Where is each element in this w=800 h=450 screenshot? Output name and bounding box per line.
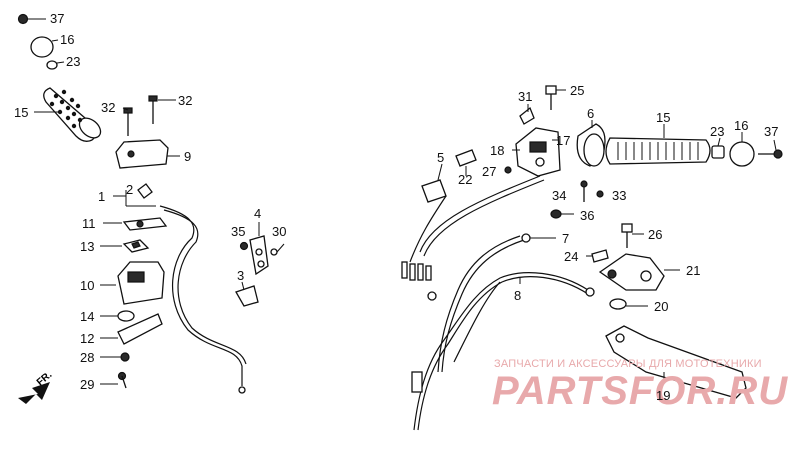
callout-20: 20 [654, 299, 668, 314]
left-cable [159, 205, 247, 394]
callout-10: 10 [80, 278, 94, 293]
callout-16-left: 16 [60, 32, 74, 47]
part-24-pin [586, 249, 609, 263]
callout-15-right: 15 [656, 110, 670, 125]
part-9-switch-housing-upper [115, 139, 180, 169]
part-30-screw [270, 243, 285, 256]
part-37-left-screw [17, 13, 46, 25]
callout-8: 8 [514, 288, 521, 303]
callout-16-right: 16 [734, 118, 748, 133]
callout-5: 5 [437, 150, 444, 165]
callout-2: 2 [126, 182, 133, 197]
callout-31: 31 [518, 89, 532, 104]
callout-33: 33 [612, 188, 626, 203]
part-34-screw [580, 180, 588, 202]
part-15-right-grip [605, 124, 711, 165]
watermark-tagline: ЗАПЧАСТИ И АКСЕССУАРЫ ДЛЯ МОТОТЕХНИКИ [494, 358, 762, 370]
part-21-lever-bracket [598, 253, 680, 291]
callout-37-left: 37 [50, 11, 64, 26]
part-13-spring [100, 239, 150, 253]
right-wiring-harness [401, 175, 545, 301]
part-5-switch [421, 163, 447, 203]
callout-35: 35 [231, 224, 245, 239]
part-14-washer [100, 310, 135, 322]
callout-37-right: 37 [764, 124, 778, 139]
callout-11: 11 [82, 216, 96, 231]
part-35-nut [239, 241, 249, 251]
callout-18: 18 [490, 143, 504, 158]
part-10-switch-housing-lower [100, 261, 165, 305]
callout-7: 7 [562, 231, 569, 246]
callout-23-right: 23 [710, 124, 724, 139]
part-19-clutch-lever [605, 325, 747, 399]
callout-13: 13 [80, 239, 94, 254]
callout-22: 22 [458, 172, 472, 187]
part-32-screws [122, 95, 176, 136]
part-3-cable-guide [235, 281, 259, 307]
callout-29: 29 [80, 377, 94, 392]
part-29-bolt [100, 371, 127, 389]
callout-32-a: 32 [101, 100, 115, 115]
callout-32-b: 32 [178, 93, 192, 108]
callout-4: 4 [254, 206, 261, 221]
callout-labels: 37 16 23 15 32 32 9 2 1 11 13 10 14 12 2… [14, 11, 778, 403]
callout-27: 27 [482, 164, 496, 179]
part-23-left-collar [46, 60, 65, 70]
part-2-screw-group [113, 183, 156, 207]
part-26-bolt [621, 223, 644, 248]
part-37-right-screw [758, 139, 783, 159]
callout-24: 24 [564, 249, 578, 264]
part-8-clutch-cable [411, 272, 595, 431]
part-23-right-collar [711, 137, 725, 159]
part-36-washer [550, 209, 574, 219]
part-27-spring [504, 166, 512, 174]
part-6-throttle-pipe [576, 120, 606, 167]
part-16-left-grip-end [30, 36, 59, 58]
part-7-throttle-cable [437, 233, 556, 373]
part-28-nut [100, 352, 130, 362]
callout-3: 3 [237, 268, 244, 283]
part-31-screw [519, 104, 535, 125]
part-17-throttle-housing [512, 127, 561, 177]
part-25-bolt [545, 85, 566, 110]
part-15-left-grip [34, 87, 102, 142]
grip-texture-right [617, 142, 699, 160]
callout-1: 1 [98, 189, 105, 204]
callout-6: 6 [587, 106, 594, 121]
part-33-screw [596, 190, 604, 198]
part-11-clamp [103, 217, 168, 231]
callout-14: 14 [80, 309, 94, 324]
front-marker: FR. [35, 369, 55, 388]
callout-19: 19 [656, 388, 670, 403]
part-4-cable-bracket [249, 222, 269, 276]
watermark-brand: PARTSFOR.RU [492, 369, 788, 413]
callout-15-left: 15 [14, 105, 28, 120]
part-20-spring [609, 298, 648, 310]
grip-texture-left [49, 89, 83, 129]
part-12-lever [100, 313, 163, 345]
part-16-right-grip-end [729, 132, 755, 167]
callout-23-left: 23 [66, 54, 80, 69]
callout-9: 9 [184, 149, 191, 164]
callout-34: 34 [552, 188, 566, 203]
callout-17: 17 [556, 133, 570, 148]
callout-21: 21 [686, 263, 700, 278]
callout-26: 26 [648, 227, 662, 242]
callout-28: 28 [80, 350, 94, 365]
callout-12: 12 [80, 331, 94, 346]
part-22-adjuster [455, 149, 477, 176]
callout-25: 25 [570, 83, 584, 98]
front-arrow: FR. [18, 369, 54, 404]
callout-36: 36 [580, 208, 594, 223]
callout-30: 30 [272, 224, 286, 239]
